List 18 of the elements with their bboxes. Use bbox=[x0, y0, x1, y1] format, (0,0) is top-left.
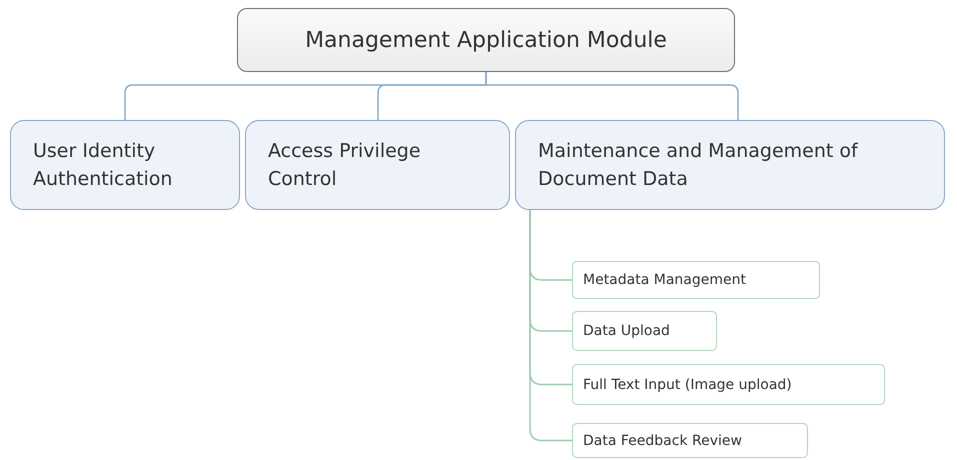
topic-text: User Identity Authentication bbox=[33, 138, 174, 192]
topic-text: Data Feedback Review bbox=[583, 432, 742, 448]
topic-box bbox=[10, 120, 240, 210]
topic-text: Management Application Module bbox=[305, 28, 667, 52]
topic-box bbox=[515, 120, 945, 210]
subtopic-box bbox=[572, 364, 885, 405]
connector-line bbox=[529, 210, 572, 442]
topic-text: Maintenance and Management of Document Data bbox=[538, 138, 859, 192]
topic-text: Full Text Input (Image upload) bbox=[583, 376, 792, 392]
topic-text: Data Upload bbox=[583, 323, 670, 339]
topic-text: Metadata Management bbox=[583, 272, 746, 288]
topic-box bbox=[245, 120, 510, 210]
topic-text: Access Privilege Control bbox=[268, 138, 422, 192]
subtopic-box bbox=[572, 423, 808, 458]
root-topic-box bbox=[237, 8, 735, 72]
subtopic-box bbox=[572, 311, 717, 351]
subtopic-box bbox=[572, 261, 820, 299]
connector-line bbox=[485, 72, 739, 120]
